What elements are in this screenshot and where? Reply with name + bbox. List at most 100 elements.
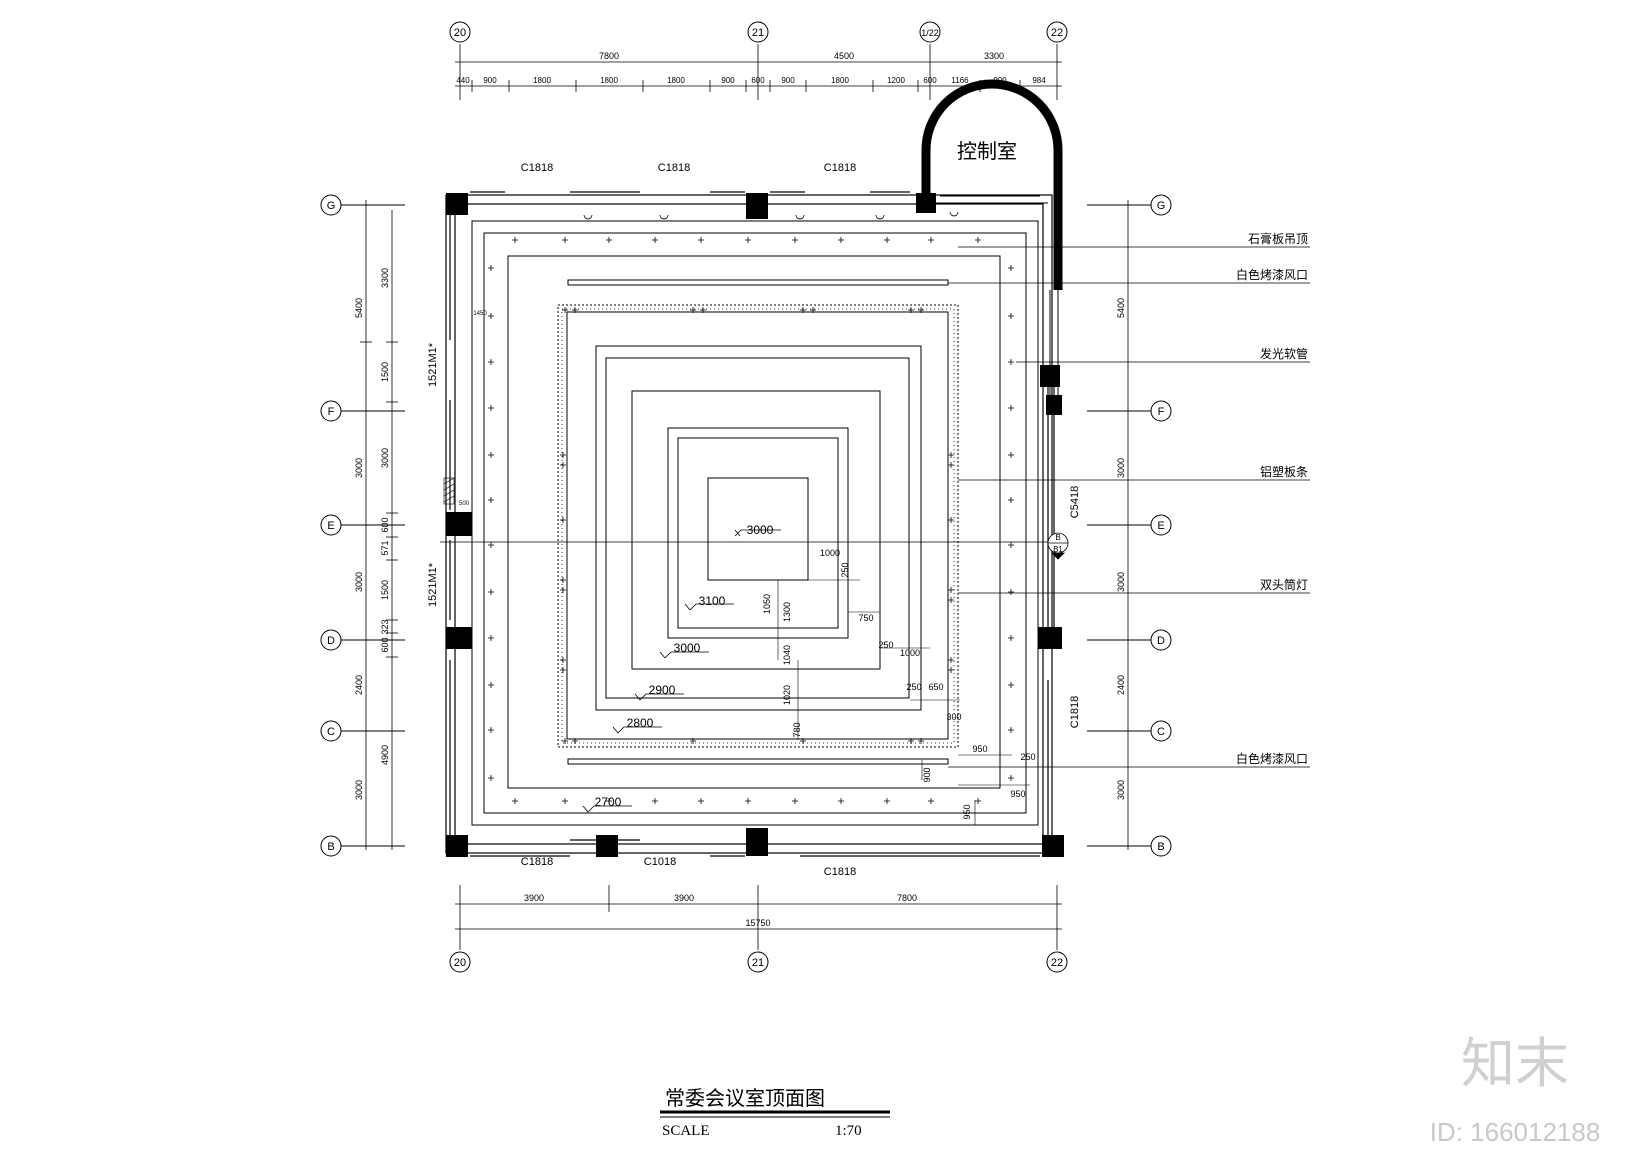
grid-label-C-right: C	[1157, 726, 1165, 738]
dim-top-overall-3: 3300	[984, 51, 1004, 61]
dim-right-2: 3000	[1116, 458, 1126, 478]
elevation-4: 2900	[649, 683, 676, 697]
inner-dim-14: 950	[972, 744, 987, 754]
inner-dim-19: 1450	[473, 311, 487, 317]
dim-right-3: 3000	[1116, 572, 1126, 592]
dim-bottom-total: 15750	[745, 918, 770, 928]
inner-dim-4: 1300	[782, 602, 792, 622]
window-label-bottom-2: C1018	[644, 856, 676, 868]
inner-dim-11: 250	[906, 682, 921, 692]
grid-label-22-bottom: 22	[1051, 957, 1063, 969]
inner-dim-17: 900	[922, 767, 932, 782]
window-label-left-2: 1521M1*	[427, 562, 439, 607]
inner-dim-5: 750	[858, 613, 873, 623]
left-dimension-lines	[360, 200, 398, 850]
window-label-top-3: C1818	[824, 162, 856, 174]
elevation-3: 3000	[674, 641, 701, 655]
dim-left-outer-1: 5400	[354, 298, 364, 318]
dim-top-detail-4: 1800	[600, 76, 618, 85]
callout-gypsum-ceiling: 石膏板吊顶	[1248, 231, 1308, 246]
inner-dim-7: 1000	[900, 648, 920, 658]
dim-right-4: 2400	[1116, 675, 1126, 695]
dim-top-detail-2: 900	[483, 76, 497, 85]
dim-top-detail-7: 600	[751, 76, 765, 85]
dim-top-overall-1: 7800	[599, 51, 619, 61]
dim-bottom-1: 3900	[524, 893, 544, 903]
callout-led-hose: 发光软管	[1260, 346, 1308, 361]
inner-dim-9: 1020	[782, 685, 792, 705]
inner-dim-2: 250	[840, 562, 850, 577]
callout-air-vent-bottom: 白色烤漆风口	[1236, 751, 1308, 766]
inner-dim-18: 950	[962, 804, 972, 819]
dim-left-inner-5: 571	[380, 540, 390, 555]
dim-top-detail-12: 1166	[951, 76, 969, 85]
window-label-top-1: C1818	[521, 162, 553, 174]
elevation-1: 3000	[747, 523, 774, 537]
ceiling-rings	[471, 220, 1039, 826]
callout-double-downlight: 双头筒灯	[1260, 577, 1308, 592]
grid-label-E-right: E	[1157, 520, 1164, 532]
inner-dim-3: 1050	[762, 594, 772, 614]
elevation-2: 3100	[699, 594, 726, 608]
inner-dim-1: 1000	[820, 548, 840, 558]
grid-label-D-left: D	[327, 635, 335, 647]
section-mark-bottom: B1	[1053, 545, 1063, 554]
inner-dim-20: 500	[459, 501, 470, 507]
dim-left-inner-3: 3000	[380, 448, 390, 468]
dim-left-inner-4: 600	[380, 517, 390, 532]
callout-leaders	[948, 246, 1310, 768]
inner-dim-15: 250	[1020, 752, 1035, 762]
spot-lamps	[583, 211, 959, 220]
callout-air-vent-top: 白色烤漆风口	[1236, 267, 1308, 282]
dim-top-overall-2: 4500	[834, 51, 854, 61]
elevation-5: 2800	[627, 716, 654, 730]
window-label-right-2: C1818	[1069, 696, 1081, 728]
dim-bottom-2: 3900	[674, 893, 694, 903]
hatched-panel	[443, 477, 455, 505]
air-vent-strips	[567, 279, 949, 765]
dim-left-outer-4: 2400	[354, 675, 364, 695]
dim-top-detail-10: 1200	[887, 76, 905, 85]
window-label-bottom-1: C1818	[521, 856, 553, 868]
dim-left-inner-9: 4900	[380, 745, 390, 765]
watermark-logo: 知末	[1461, 1034, 1569, 1094]
dim-left-inner-8: 600	[380, 637, 390, 652]
dim-top-detail-14: 984	[1032, 76, 1046, 85]
scale-label: SCALE	[662, 1123, 710, 1139]
window-label-bottom-3: C1818	[824, 866, 856, 878]
window-label-top-2: C1818	[658, 162, 690, 174]
grid-bubbles-top	[449, 21, 1068, 43]
grid-bubbles-rows	[320, 194, 1172, 857]
dim-left-inner-1: 3300	[380, 268, 390, 288]
bottom-dimension-lines	[455, 885, 1062, 950]
inner-dim-13: 300	[946, 712, 961, 722]
dim-right-5: 3000	[1116, 780, 1126, 800]
grid-label-B-left: B	[327, 841, 334, 853]
grid-label-B-right: B	[1157, 841, 1164, 853]
dim-left-outer-2: 3000	[354, 458, 364, 478]
aluminum-strip-border	[561, 308, 955, 744]
inner-dim-12: 650	[928, 682, 943, 692]
grid-label-F-right: F	[1158, 406, 1165, 418]
grid-bubbles-bottom	[449, 951, 1068, 973]
scale-value: 1:70	[835, 1123, 862, 1139]
grid-label-20-bottom: 20	[454, 957, 466, 969]
grid-label-E-left: E	[327, 520, 334, 532]
grid-label-G-left: G	[327, 200, 336, 212]
elevation-6: 2700	[595, 795, 622, 809]
grid-label-G-right: G	[1157, 200, 1166, 212]
inner-dim-8: 1040	[782, 645, 792, 665]
elevation-markers	[582, 529, 781, 813]
grid-label-1-22-top: 1/22	[921, 28, 939, 38]
dim-left-inner-2: 1500	[380, 362, 390, 382]
inner-dim-10: 780	[792, 722, 802, 737]
grid-label-C-left: C	[327, 726, 335, 738]
dim-top-detail-9: 1800	[831, 76, 849, 85]
dim-top-detail-11: 600	[923, 76, 937, 85]
control-room-label: 控制室	[957, 140, 1017, 163]
dim-left-outer-3: 3000	[354, 572, 364, 592]
dim-left-outer-5: 3000	[354, 780, 364, 800]
dim-top-detail-6: 900	[721, 76, 735, 85]
downlight-fixtures	[488, 237, 1014, 804]
